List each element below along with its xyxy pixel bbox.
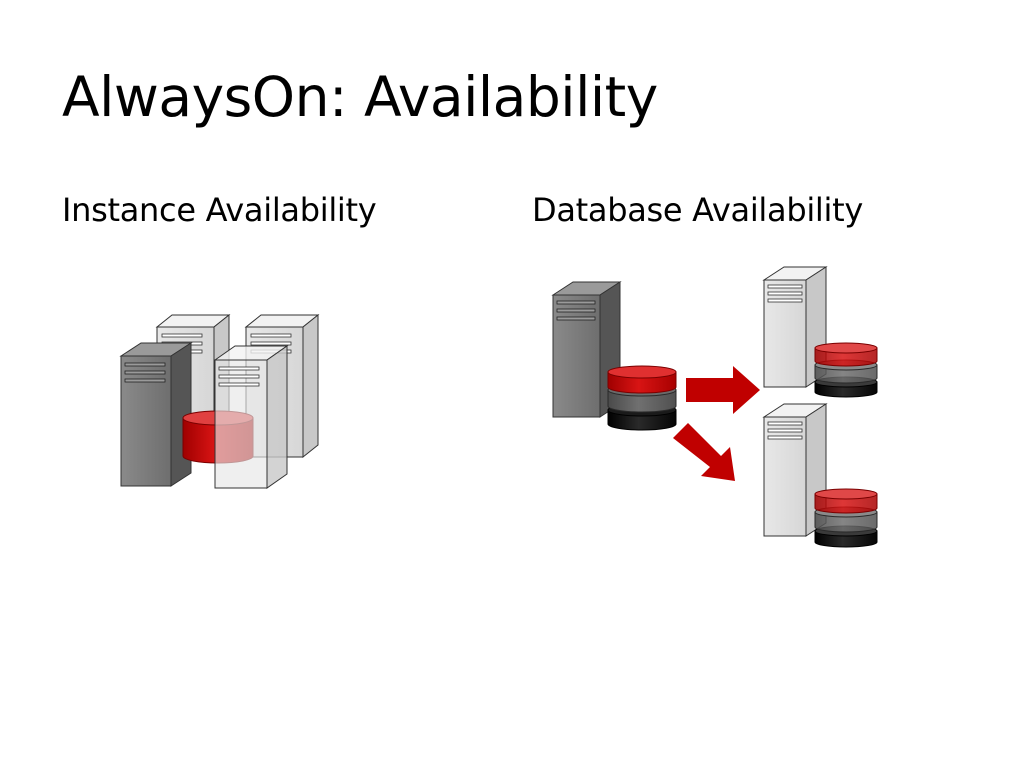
arrow-icon [673,423,735,481]
database-availability-diagram [551,266,878,548]
instance-availability-diagram [119,313,320,489]
database-icon [607,365,677,431]
slide-title: AlwaysOn: Availability [62,65,658,129]
server-icon [213,345,289,489]
database-icon [814,342,878,398]
database-icon [814,488,878,548]
arrow-icon [686,366,760,414]
database-availability-label: Database Availability [532,191,863,229]
instance-availability-label: Instance Availability [62,191,377,229]
server-icon [119,342,193,487]
